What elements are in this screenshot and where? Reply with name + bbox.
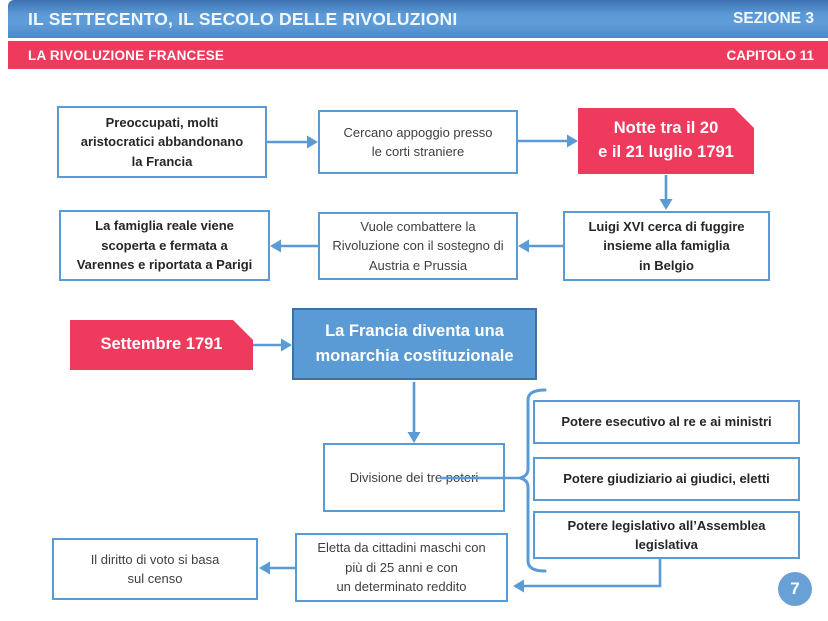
- slide-title: IL SETTECENTO, IL SECOLO DELLE RIVOLUZIO…: [28, 8, 458, 29]
- flow-box-divisione-poteri: Divisione dei tre poteri: [323, 443, 505, 512]
- flow-box-vuole-combattere: Vuole combattere la Rivoluzione con il s…: [318, 212, 518, 280]
- flow-box-cercano-appoggio: Cercano appoggio presso le corti stranie…: [318, 110, 518, 174]
- flow-box-aristocratici: Preoccupati, molti aristocratici abbando…: [57, 106, 267, 178]
- flow-box-diritto-voto: Il diritto di voto si basa sul censo: [52, 538, 258, 600]
- flow-box-eletta-cittadini: Eletta da cittadini maschi con più di 25…: [295, 533, 508, 602]
- flow-box-luigi-xvi: Luigi XVI cerca di fuggire insieme alla …: [563, 211, 770, 281]
- flow-box-notte-20-21-luglio: Notte tra il 20 e il 21 luglio 1791: [578, 108, 754, 174]
- subheader-bar: LA RIVOLUZIONE FRANCESE CAPITOLO 11: [8, 41, 828, 69]
- flow-box-potere-esecutivo: Potere esecutivo al re e ai ministri: [533, 400, 800, 444]
- page-number: 7: [790, 579, 800, 598]
- page-number-badge: 7: [778, 572, 812, 606]
- flow-box-potere-giudiziario: Potere giudiziario ai giudici, eletti: [533, 457, 800, 501]
- section-label: SEZIONE 3: [733, 10, 814, 27]
- flow-box-famiglia-reale: La famiglia reale viene scoperta e ferma…: [59, 210, 270, 281]
- flow-box-monarchia-costituzionale: La Francia diventa una monarchia costitu…: [292, 308, 537, 380]
- flow-box-settembre-1791: Settembre 1791: [70, 320, 253, 370]
- chapter-label: CAPITOLO 11: [726, 47, 814, 63]
- header-bar: IL SETTECENTO, IL SECOLO DELLE RIVOLUZIO…: [8, 0, 828, 38]
- slide-subtitle: LA RIVOLUZIONE FRANCESE: [28, 47, 225, 63]
- flow-box-potere-legislativo: Potere legislativo all’Assemblea legisla…: [533, 511, 800, 559]
